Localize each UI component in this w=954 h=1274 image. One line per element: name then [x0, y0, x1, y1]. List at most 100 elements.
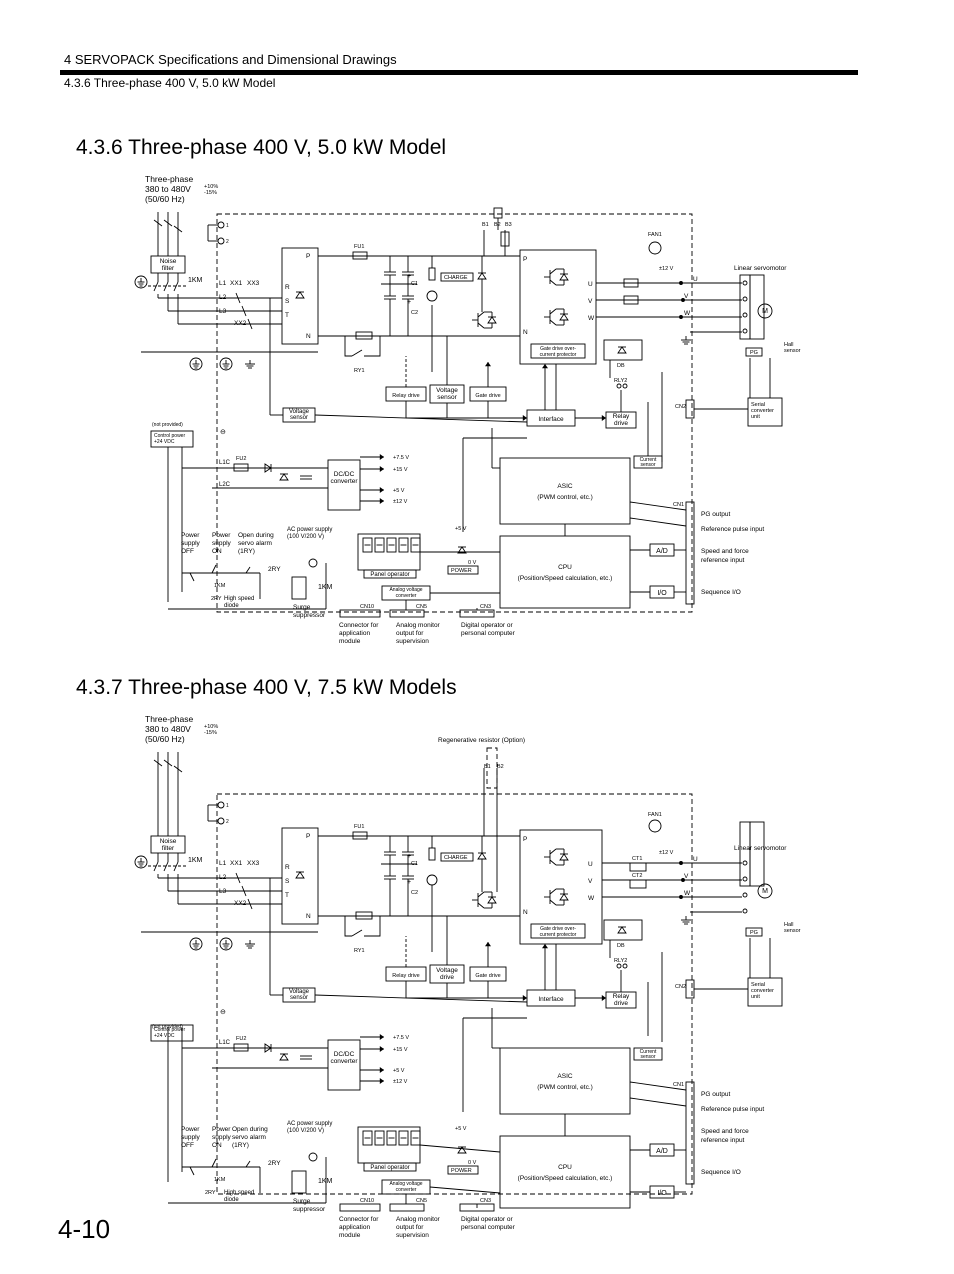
- terminal-icon: [217, 221, 225, 229]
- panel-operator-label-box: [363, 569, 417, 579]
- linear-motor-label: Linear servomotor: [734, 265, 787, 272]
- ac-supply-label: (100 V/200 V): [287, 534, 324, 540]
- b1-label: B1: [484, 764, 491, 770]
- control-power-label: +24 VDC: [154, 439, 175, 445]
- output-w: W: [684, 310, 691, 317]
- wire: [477, 322, 485, 329]
- voltage-sensor-left-label: Voltage: [289, 989, 310, 995]
- terminal-l3: L3: [219, 888, 227, 895]
- dcdc-converter: [327, 1039, 361, 1091]
- wire: [549, 859, 557, 866]
- pg-output-label: PG output: [701, 511, 730, 518]
- asic-label: (PWM control, etc.): [537, 494, 593, 501]
- power-off-label: Power: [181, 1126, 200, 1133]
- motor-terminal-icon: [742, 328, 748, 334]
- signal-arrow: [522, 415, 527, 421]
- cn3-description: Digital operator or: [461, 622, 513, 629]
- ct1-label: CT1: [632, 856, 642, 862]
- xx2-label: XX2: [234, 900, 247, 907]
- diode-icon: [264, 463, 272, 473]
- gate-drive-protector-label: Gate drive over-: [540, 926, 576, 932]
- cn2-label: CN2: [675, 404, 686, 410]
- ac-source-icon: [308, 558, 318, 568]
- regen-jumper: [493, 207, 503, 219]
- voltage-sensor-label: Voltage: [436, 967, 458, 974]
- output-v: V: [684, 293, 689, 300]
- signal-arrow: [379, 1034, 384, 1040]
- b2-label: B2: [497, 764, 504, 770]
- supply-label: Three-phase: [145, 174, 193, 184]
- surge-suppressor-icon: [291, 1170, 307, 1194]
- wire: [153, 281, 159, 292]
- voltage-output-0: +7.5 V: [393, 1035, 409, 1041]
- sequence-io-label: Sequence I/O: [701, 1169, 741, 1176]
- signal-arrow: [601, 995, 606, 1001]
- cn5-description: supervision: [396, 638, 429, 645]
- gate-drive-protector-label: current protector: [540, 932, 577, 938]
- rectifier-t: T: [285, 892, 289, 899]
- plus-sign: +: [407, 273, 411, 280]
- analog-converter-label: Analog voltage: [389, 587, 422, 593]
- seven-segment-digit: [398, 537, 409, 553]
- fan-label: FAN1: [648, 812, 662, 818]
- control-power-label: +24 VDC: [154, 1033, 175, 1039]
- current-sensor-u: [623, 278, 639, 288]
- interface-label: Interface: [538, 996, 564, 1003]
- speed-force-label: Speed and force: [701, 1128, 749, 1135]
- diode-icon: [617, 926, 627, 934]
- serial-converter-unit: [747, 397, 783, 427]
- terminal-l1c: L1C: [219, 460, 231, 466]
- open-during-alarm-label: (1RY): [238, 548, 255, 555]
- cn1-label: CN1: [673, 502, 684, 508]
- voltage-sensor-left-label: sensor: [290, 995, 308, 1001]
- terminal-icon: [217, 237, 225, 245]
- rectifier-block: [281, 827, 319, 925]
- minus-terminal: ⊖: [220, 429, 226, 436]
- motor-terminal-icon: [742, 280, 748, 286]
- power-on-label: Power: [212, 1126, 231, 1133]
- panel-operator-label: Panel operator: [370, 572, 409, 578]
- voltage-output-3: ±12 V: [393, 1079, 408, 1085]
- power-on-label: supply: [212, 540, 232, 547]
- voltage-sensor-left-label: sensor: [290, 415, 308, 421]
- open-during-alarm-label: servo alarm: [232, 1134, 266, 1141]
- seven-segment-digit: [374, 1130, 385, 1146]
- terminal-l1: L1: [219, 280, 227, 287]
- motor-terminal-block: [739, 821, 751, 887]
- seven-segment-digit: [410, 537, 421, 553]
- ct2-label: CT2: [632, 873, 642, 879]
- tolerance-label: +10%: [204, 184, 218, 190]
- ac-supply-label: (100 V/200 V): [287, 1128, 324, 1134]
- plus-sign: +: [407, 879, 411, 886]
- cn3-label: CN3: [480, 604, 491, 610]
- fuse-fu1: [352, 831, 368, 840]
- wire: [173, 225, 183, 233]
- wire: [173, 281, 179, 292]
- serial-converter-unit: [747, 977, 783, 1007]
- gate-drive-protector-label: Gate drive over-: [540, 346, 576, 352]
- current-sensor-label: sensor: [640, 1054, 655, 1060]
- protective-earth-icon: [134, 275, 148, 289]
- asic-label: (PWM control, etc.): [537, 1084, 593, 1091]
- current-sensor-block: [633, 1047, 663, 1061]
- xx3-label: XX3: [247, 280, 260, 287]
- wire: [314, 414, 528, 423]
- wire: [351, 349, 363, 357]
- motor-frame: [749, 274, 765, 340]
- ac-source-icon: [308, 1152, 318, 1162]
- wire: [629, 1097, 687, 1107]
- wire: [245, 566, 251, 574]
- cn10-description: application: [339, 1224, 370, 1231]
- output-u: U: [693, 856, 698, 863]
- km-coil-label: 1KM: [318, 584, 333, 591]
- capacitor-c2: C2: [411, 890, 418, 896]
- wire: [629, 501, 687, 511]
- analog-converter-label: Analog voltage: [389, 1181, 422, 1187]
- wire: [241, 305, 247, 317]
- cn3-description: Digital operator or: [461, 1216, 513, 1223]
- wire: [153, 759, 163, 767]
- rectifier-p: P: [306, 253, 310, 260]
- junction-dot: [681, 878, 685, 882]
- cn5-description: supervision: [396, 1232, 429, 1239]
- voltage-sensor-label: sensor: [437, 394, 457, 401]
